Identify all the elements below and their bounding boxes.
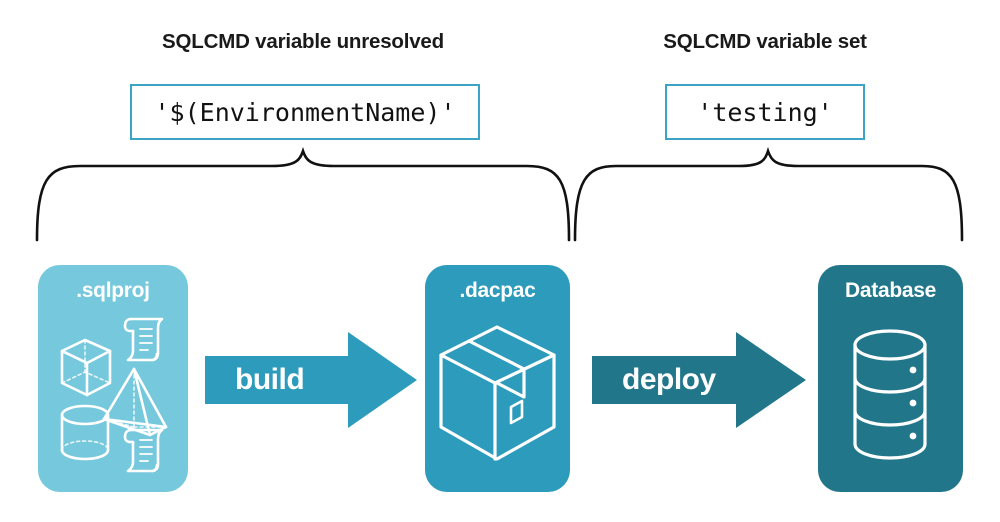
cube-icon	[60, 338, 112, 397]
card-sqlproj: .sqlproj	[38, 265, 188, 492]
pyramid-icon	[102, 367, 168, 437]
code-box-set-value: 'testing'	[665, 84, 865, 140]
card-dacpac: .dacpac	[425, 265, 570, 492]
code-value-set: 'testing'	[697, 97, 833, 127]
card-label-database: Database	[845, 279, 936, 302]
arrow-build-label: build	[235, 363, 305, 396]
cylinder-icon	[60, 404, 110, 461]
section-title-unresolved: SQLCMD variable unresolved	[162, 30, 444, 53]
database-artwork	[853, 329, 927, 460]
brace-right	[573, 146, 964, 242]
package-box-icon	[439, 325, 556, 461]
script-scroll-icon	[123, 317, 164, 362]
code-box-unresolved-value: '$(EnvironmentName)'	[130, 84, 480, 140]
sqlproj-artwork	[60, 317, 168, 473]
card-label-dacpac: .dacpac	[459, 279, 536, 302]
arrow-deploy: deploy	[592, 332, 806, 428]
card-database: Database	[818, 265, 963, 492]
brace-left	[35, 146, 571, 242]
arrow-build: build	[205, 332, 417, 428]
arrow-build-shape	[205, 332, 417, 428]
script-scroll-icon	[123, 428, 164, 473]
section-title-set: SQLCMD variable set	[663, 30, 867, 53]
arrow-deploy-label: deploy	[622, 363, 716, 396]
arrow-deploy-shape	[592, 332, 806, 428]
database-cylinder-icon	[853, 329, 927, 460]
code-value-unresolved: '$(EnvironmentName)'	[154, 97, 456, 127]
card-label-sqlproj: .sqlproj	[76, 279, 150, 302]
dacpac-artwork	[439, 325, 556, 461]
